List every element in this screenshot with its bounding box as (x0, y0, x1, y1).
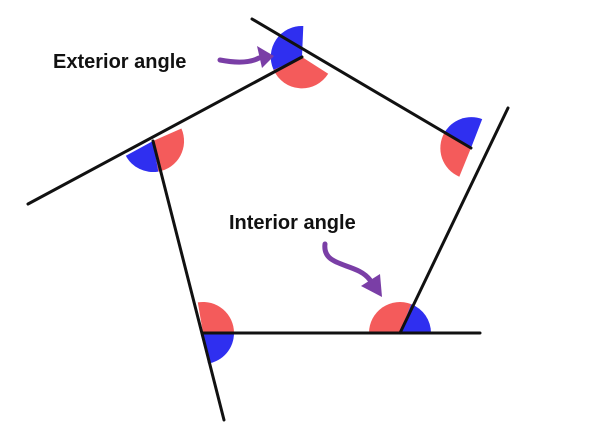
side-right-to-bottom-right-extended (398, 106, 510, 335)
interior-angle-arrowhead (361, 274, 382, 297)
exterior-angles (125, 25, 483, 364)
interior-angle-bottom-left (197, 301, 235, 333)
interior-angle-bottom-right (369, 302, 412, 333)
exterior-angle-arrow (217, 55, 262, 65)
interior-angle-arrow (322, 241, 373, 283)
interior-angle-left (153, 128, 185, 172)
side-left-to-top-extended (26, 55, 304, 206)
side-top-to-right-extended (250, 17, 473, 150)
annotation-arrows (217, 46, 382, 297)
pentagon-sides (26, 17, 510, 422)
interior-angles (153, 57, 471, 333)
exterior-angle-top (270, 25, 304, 70)
side-bottom-left-to-left-extended (151, 139, 226, 422)
exterior-angle-right (444, 117, 483, 148)
exterior-angle-left (125, 141, 159, 173)
exterior-angle-arrowhead (257, 46, 274, 68)
exterior-angle-bottom-left (203, 333, 234, 364)
exterior-angle-label: Exterior angle (53, 51, 186, 73)
exterior-angle-bottom-right (400, 304, 431, 333)
interior-angle-label: Interior angle (229, 212, 356, 234)
